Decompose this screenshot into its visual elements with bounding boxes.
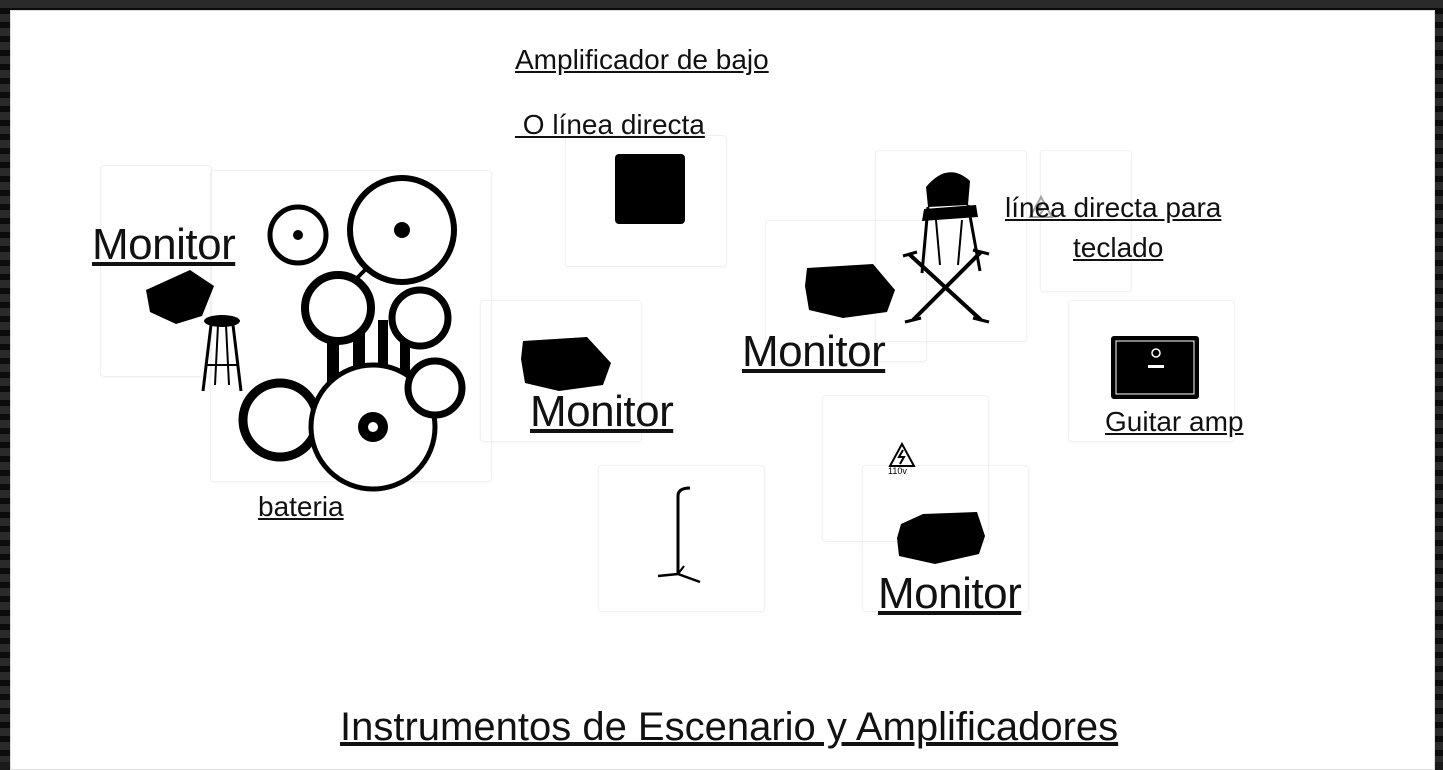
ghost-box — [480, 300, 642, 442]
ghost-box — [598, 465, 765, 612]
keyboard-label-line2: teclado — [1073, 232, 1164, 263]
power-outlet: 110v — [886, 441, 926, 482]
stool-icon — [201, 315, 243, 392]
bass-amp-icon — [615, 154, 685, 224]
diagram-title: Instrumentos de Escenario y Amplificador… — [340, 705, 1119, 749]
power-outlet-icon — [1028, 194, 1054, 218]
keyboard-stand-icon — [902, 248, 990, 324]
ghost-box — [875, 150, 1027, 342]
guitar-amp-icon — [1111, 336, 1199, 399]
mic-stand-icon — [657, 486, 701, 584]
ghost-box — [1068, 300, 1235, 442]
monitor-wedge-icon — [146, 270, 214, 324]
power-outlet-icon — [888, 441, 916, 467]
monitor-label-4: Monitor — [878, 569, 1022, 618]
ghost-box — [862, 465, 1029, 612]
power-outlet-label: 110v — [888, 466, 907, 476]
monitor-wedge-icon — [897, 512, 985, 564]
monitor-label-3: Monitor — [742, 327, 886, 376]
guitar-amp-label: Guitar amp — [1105, 406, 1244, 437]
monitor-wedge-icon — [805, 264, 895, 318]
monitor-label-2: Monitor — [530, 387, 674, 436]
monitor-wedge-icon — [521, 337, 611, 391]
keyboard-label: línea directa para — [1005, 192, 1222, 223]
monitor-label-1: Monitor — [92, 220, 236, 269]
ghost-box — [100, 165, 212, 377]
ghost-box — [1040, 150, 1132, 292]
drum-kit-icon — [238, 175, 466, 492]
bass-amp-label-line2: O línea directa — [515, 109, 705, 140]
stage-plot: Amplificador de bajo O línea directa Mon… — [10, 10, 1435, 770]
ghost-box — [565, 135, 727, 267]
ghost-box — [765, 220, 927, 362]
bass-amp-label: Amplificador de bajo — [515, 44, 769, 75]
chair-icon — [920, 172, 982, 274]
drums-label: bateria — [258, 491, 344, 522]
